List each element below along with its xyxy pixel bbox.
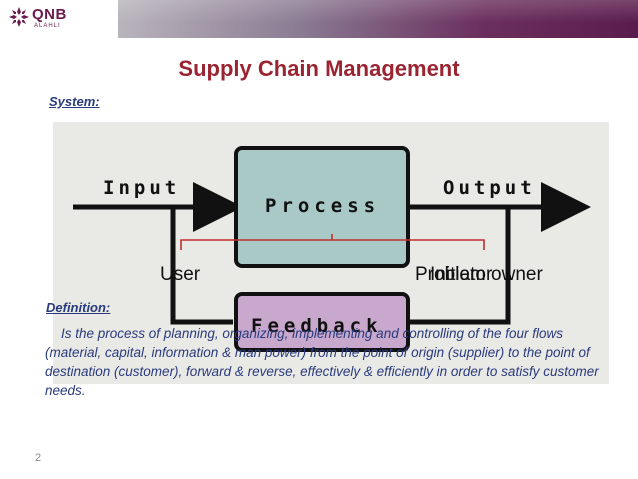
problem-owner-label: Problem owner — [415, 264, 543, 285]
output-label: Output — [443, 177, 536, 199]
qnb-logo-icon — [9, 7, 29, 27]
logo-subtext: ALAHLI — [34, 23, 61, 29]
header-band-shine — [118, 0, 638, 38]
feedback-box — [234, 292, 410, 352]
definition-label: Definition: — [46, 300, 111, 315]
feedback-label: Feedback — [251, 315, 383, 337]
feedback-loop — [170, 207, 511, 325]
page-number: 2 — [35, 452, 42, 464]
header-band — [118, 0, 638, 38]
process-label: Process — [265, 195, 380, 217]
header-bar: QNB ALAHLI — [0, 0, 638, 38]
definition-body: Is the process of planning, organizing, … — [45, 326, 599, 398]
input-label: Input — [103, 177, 180, 199]
system-label: System: — [49, 94, 100, 109]
diagram-svg: Input Output Process Feedback — [73, 146, 591, 352]
user-label: User — [160, 264, 201, 285]
bracket — [180, 234, 485, 250]
initiator-label: Initiator — [430, 264, 493, 285]
logo-text: QNB — [32, 6, 67, 23]
system-diagram: Input Output Process Feedback — [53, 122, 609, 384]
slide-title: Supply Chain Management — [178, 56, 460, 81]
process-box — [234, 146, 410, 268]
logo: QNB ALAHLI — [0, 0, 118, 38]
definition-text: Is the process of planning, organizing, … — [45, 324, 605, 400]
